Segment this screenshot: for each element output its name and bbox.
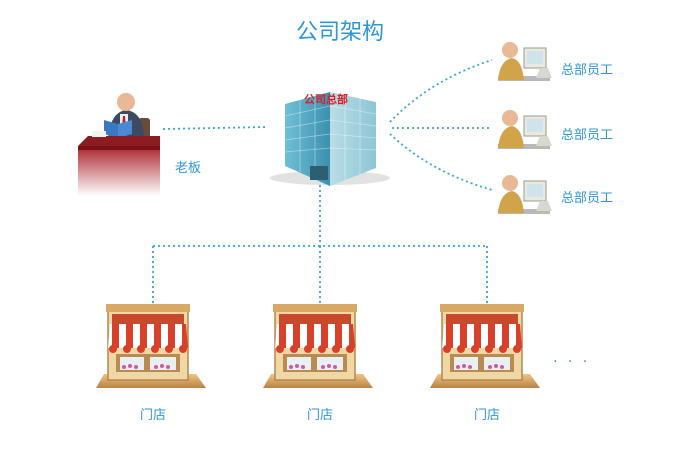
employee-figure-2 — [498, 110, 552, 149]
boss-figure — [78, 93, 160, 196]
diagram-title: 公司架构 — [295, 20, 384, 45]
store-label-1: 门店 — [140, 408, 167, 423]
connector-lines — [152, 59, 493, 304]
more-stores-ellipsis: · · · — [553, 354, 591, 370]
employee-figure-3 — [498, 175, 552, 214]
store-label-2: 门店 — [307, 408, 334, 423]
storefront-2 — [262, 303, 374, 389]
storefront-3 — [429, 303, 541, 389]
employee-label-3: 总部员工 — [561, 191, 614, 206]
headquarters-sign: 公司总部 — [304, 92, 348, 106]
store-label-3: 门店 — [474, 408, 501, 423]
employee-label-1: 总部员工 — [561, 63, 614, 78]
storefront-1 — [96, 304, 206, 388]
headquarters-building: 公司总部 — [270, 92, 390, 186]
connector-employee-1 — [389, 59, 493, 123]
connector-boss — [162, 126, 269, 130]
employee-label-2: 总部员工 — [561, 128, 614, 143]
employee-figure-1 — [498, 42, 552, 81]
boss-label: 老板 — [175, 161, 202, 176]
connector-employee-3 — [389, 133, 493, 191]
